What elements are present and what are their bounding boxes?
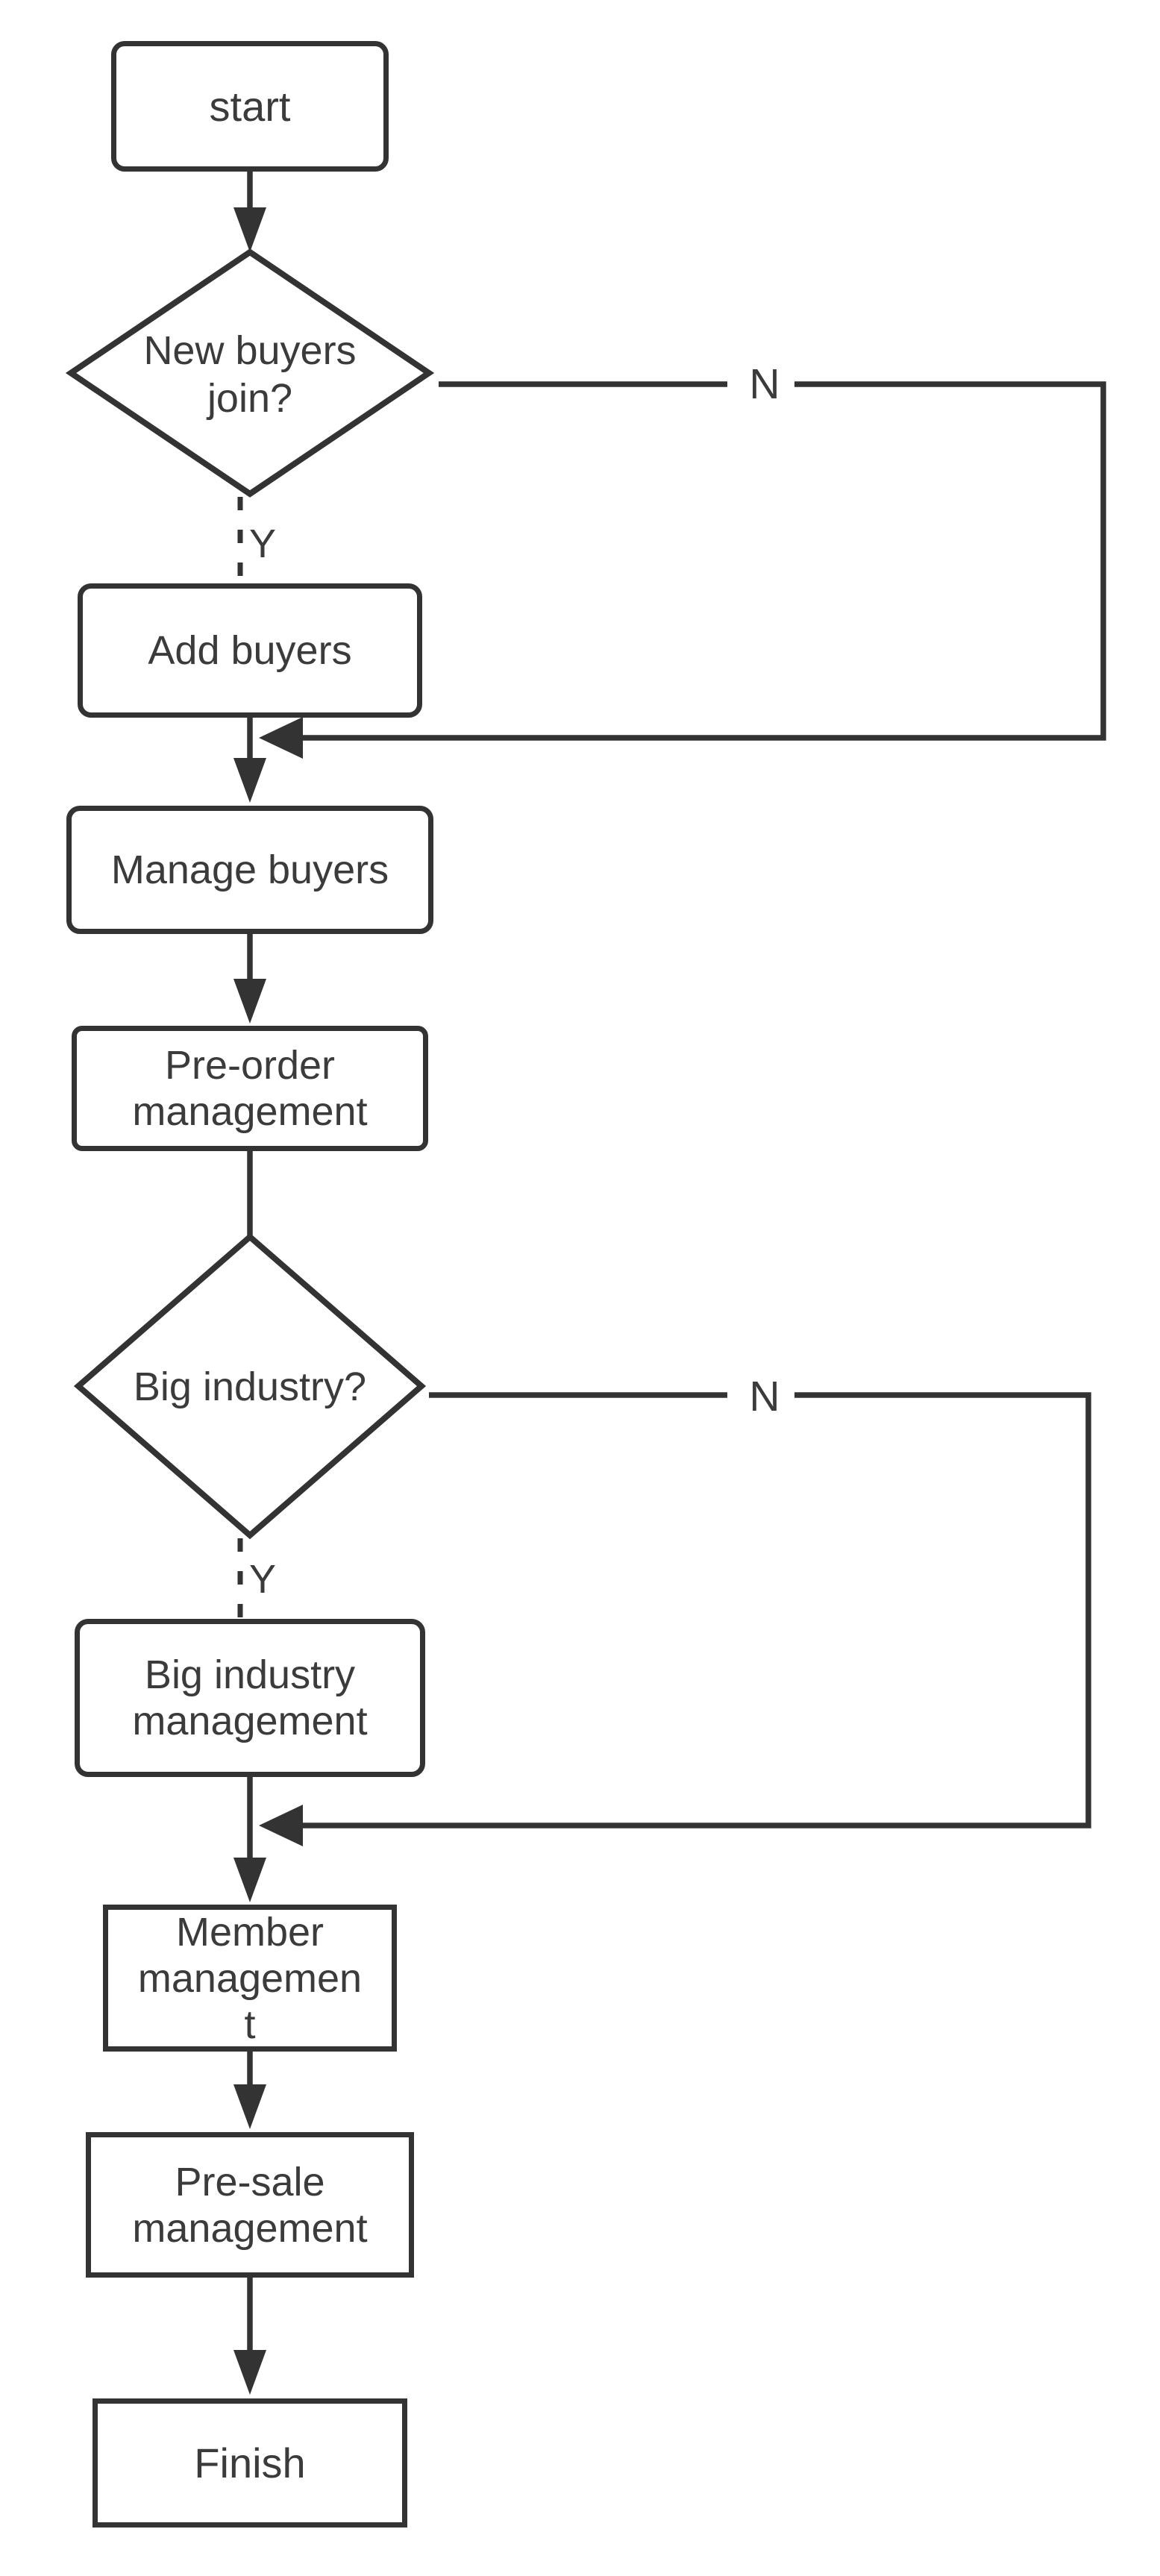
arrowhead-into-finish: [233, 2350, 266, 2395]
arrowhead-no-branch-2: [259, 1805, 303, 1846]
arrowhead-into-preorder: [233, 979, 266, 1024]
node-add-buyers: Add buyers: [78, 583, 422, 718]
edge-big-industry-no: [303, 1392, 1091, 1828]
node-start: start: [111, 41, 389, 172]
arrowhead-into-new-buyers-join: [233, 207, 266, 252]
decision-big-industry-label: Big industry?: [133, 1364, 367, 1409]
decision-big-industry-shape: [73, 1232, 427, 1540]
decision-new-buyers-join-label: New buyers join?: [143, 328, 357, 421]
node-finish: Finish: [93, 2398, 407, 2528]
node-manage-buyers: Manage buyers: [66, 806, 433, 934]
arrowhead-no-branch-1: [259, 717, 303, 759]
node-big-industry-management: Big industry management: [75, 1619, 425, 1777]
node-member-management: Member managemen t: [103, 1905, 397, 2052]
node-preorder-management: Pre-order management: [72, 1026, 428, 1151]
arrowhead-into-member: [233, 1858, 266, 1902]
decision-new-buyers-join-shape: [65, 248, 435, 498]
node-presale-management: Pre-sale management: [86, 2132, 414, 2278]
edge-label-y-big-industry: Y: [248, 1557, 277, 1602]
edge-label-n-new-buyers: N: [749, 360, 780, 408]
edge-new-buyers-join-no: [303, 381, 1106, 741]
edge-label-y-new-buyers: Y: [248, 521, 277, 566]
arrowhead-into-presale: [233, 2084, 266, 2129]
arrowhead-into-manage-buyers: [233, 758, 266, 803]
edge-label-n-big-industry: N: [749, 1373, 780, 1420]
